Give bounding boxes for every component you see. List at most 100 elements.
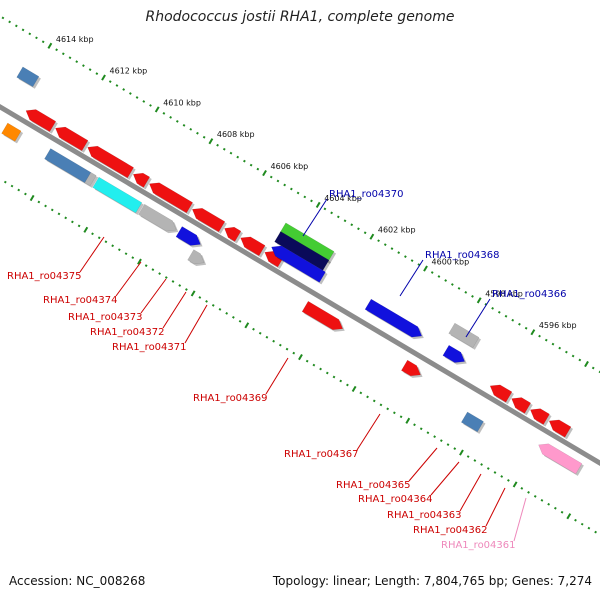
lower-strand-gene[interactable] — [92, 176, 143, 214]
gene-label[interactable]: RHA1_ro04375 — [7, 271, 82, 282]
gene-ro04366[interactable] — [442, 344, 466, 363]
ruler-minor-tick — [82, 64, 85, 68]
ruler-minor-tick — [319, 367, 322, 371]
ruler-tick-label: 4600 kbp — [432, 258, 470, 267]
ruler-minor-tick — [390, 247, 394, 251]
ruler-minor-tick — [3, 180, 7, 184]
gene-label-leader — [162, 291, 187, 329]
gene-ro04368[interactable] — [271, 245, 326, 283]
ruler-minor-tick — [14, 24, 18, 28]
ruler-minor-tick — [24, 192, 27, 196]
gene-ro04363[interactable] — [489, 384, 513, 403]
gene-label[interactable]: RHA1_ro04364 — [358, 494, 433, 505]
upper-strand-gene[interactable] — [87, 145, 134, 179]
lower-strand-gene[interactable] — [138, 203, 177, 232]
upper-strand-gene[interactable] — [224, 226, 242, 242]
ruler-minor-tick — [278, 343, 282, 347]
upper-strand-gene[interactable] — [149, 182, 194, 214]
gene-label-layer[interactable]: RHA1_ro04370RHA1_ro04368RHA1_ro04366RHA1… — [7, 189, 567, 551]
ruler-minor-tick — [437, 275, 441, 278]
lower-strand-gene[interactable] — [187, 249, 205, 265]
lower-strand-gene[interactable] — [84, 172, 97, 187]
ruler-minor-tick — [28, 32, 32, 36]
ruler-minor-tick — [68, 56, 72, 60]
ruler-minor-tick — [497, 310, 501, 314]
ruler-major-tick — [29, 194, 35, 202]
ruler-tick-label: 4596 kbp — [539, 321, 577, 330]
gene-ro04364[interactable] — [460, 411, 484, 433]
ruler-minor-tick — [91, 232, 94, 236]
ruler-minor-tick — [97, 236, 101, 240]
upper-strand-gene[interactable] — [55, 126, 89, 152]
upper-strand-gene[interactable] — [132, 172, 151, 188]
gene-ro04362b[interactable] — [530, 408, 550, 425]
gene-label-leader — [459, 473, 482, 512]
ruler-minor-tick — [144, 264, 148, 267]
ruler-minor-tick — [189, 127, 193, 131]
ruler-minor-tick — [41, 40, 45, 44]
ruler-minor-tick — [587, 526, 591, 530]
ruler-minor-tick — [504, 314, 508, 318]
ruler-minor-tick — [464, 291, 468, 294]
gene-ro04361[interactable] — [538, 443, 583, 475]
upper-strand-gene[interactable] — [16, 66, 40, 88]
gene-label[interactable]: RHA1_ro04361 — [441, 540, 516, 551]
ruler-minor-tick — [216, 143, 219, 147]
gene-ro04366-hit[interactable] — [448, 322, 480, 349]
gene-label[interactable]: RHA1_ro04362 — [413, 525, 488, 536]
gene-label[interactable]: RHA1_ro04363 — [387, 510, 462, 521]
gene-ro04362[interactable] — [511, 397, 532, 414]
ruler-minor-tick — [433, 435, 436, 439]
upper-strand-gene[interactable] — [240, 236, 266, 257]
gene-label[interactable]: RHA1_ro04374 — [43, 295, 118, 306]
gene-label[interactable]: RHA1_ro04371 — [112, 342, 187, 353]
ruler-minor-tick — [77, 224, 81, 228]
genome-backbone — [0, 103, 600, 467]
upper-strand-gene[interactable] — [25, 109, 57, 133]
ruler-minor-tick — [292, 351, 296, 355]
ruler-minor-tick — [149, 104, 152, 107]
gene-label[interactable]: RHA1_ro04370 — [329, 189, 404, 200]
gene-label[interactable]: RHA1_ro04368 — [425, 250, 500, 261]
gene-label[interactable]: RHA1_ro04366 — [492, 289, 567, 300]
gene-label[interactable]: RHA1_ro04373 — [68, 312, 143, 323]
ruler-minor-tick — [594, 530, 597, 534]
ruler-minor-tick — [229, 151, 233, 155]
gene-label[interactable]: RHA1_ro04365 — [336, 480, 411, 491]
ruler-minor-tick — [64, 216, 68, 220]
gene-label-leader — [356, 413, 381, 451]
gene-ro04367[interactable] — [364, 298, 423, 338]
gene-ro04365[interactable] — [401, 359, 421, 377]
ruler-minor-tick — [325, 371, 329, 375]
ruler-minor-tick — [332, 375, 336, 379]
ruler-minor-tick — [500, 475, 504, 478]
lower-strand-gene[interactable] — [1, 122, 22, 142]
ruler-minor-tick — [419, 427, 423, 431]
ruler-major-tick — [190, 290, 196, 297]
gene-label[interactable]: RHA1_ro04372 — [90, 327, 165, 338]
upper-strand-gene[interactable] — [191, 207, 226, 233]
ruler-minor-tick — [439, 439, 443, 443]
ruler-minor-tick — [547, 502, 551, 506]
ruler-minor-tick — [258, 331, 262, 335]
ruler-minor-tick — [211, 304, 215, 307]
gene-ro04369[interactable] — [301, 300, 344, 331]
gene-label[interactable]: RHA1_ro04367 — [284, 449, 359, 460]
gene-label-leader — [115, 261, 142, 297]
gene-label-leader — [513, 497, 527, 542]
ruler-minor-tick — [249, 163, 253, 167]
ruler-minor-tick — [312, 363, 316, 367]
gene-ro04370[interactable] — [279, 222, 335, 263]
lower-strand-gene[interactable] — [44, 148, 92, 184]
gene-ro04362c[interactable] — [548, 419, 572, 438]
ruler-minor-tick — [182, 123, 186, 127]
ruler-minor-tick — [276, 179, 280, 183]
feature-layer[interactable] — [1, 66, 584, 476]
gene-label[interactable]: RHA1_ro04369 — [193, 393, 268, 404]
ruler-minor-tick — [129, 92, 132, 95]
ruler-minor-tick — [310, 199, 313, 203]
lower-strand-gene[interactable] — [175, 226, 201, 246]
ruler-major-tick — [530, 329, 536, 336]
ruler-minor-tick — [491, 306, 494, 310]
